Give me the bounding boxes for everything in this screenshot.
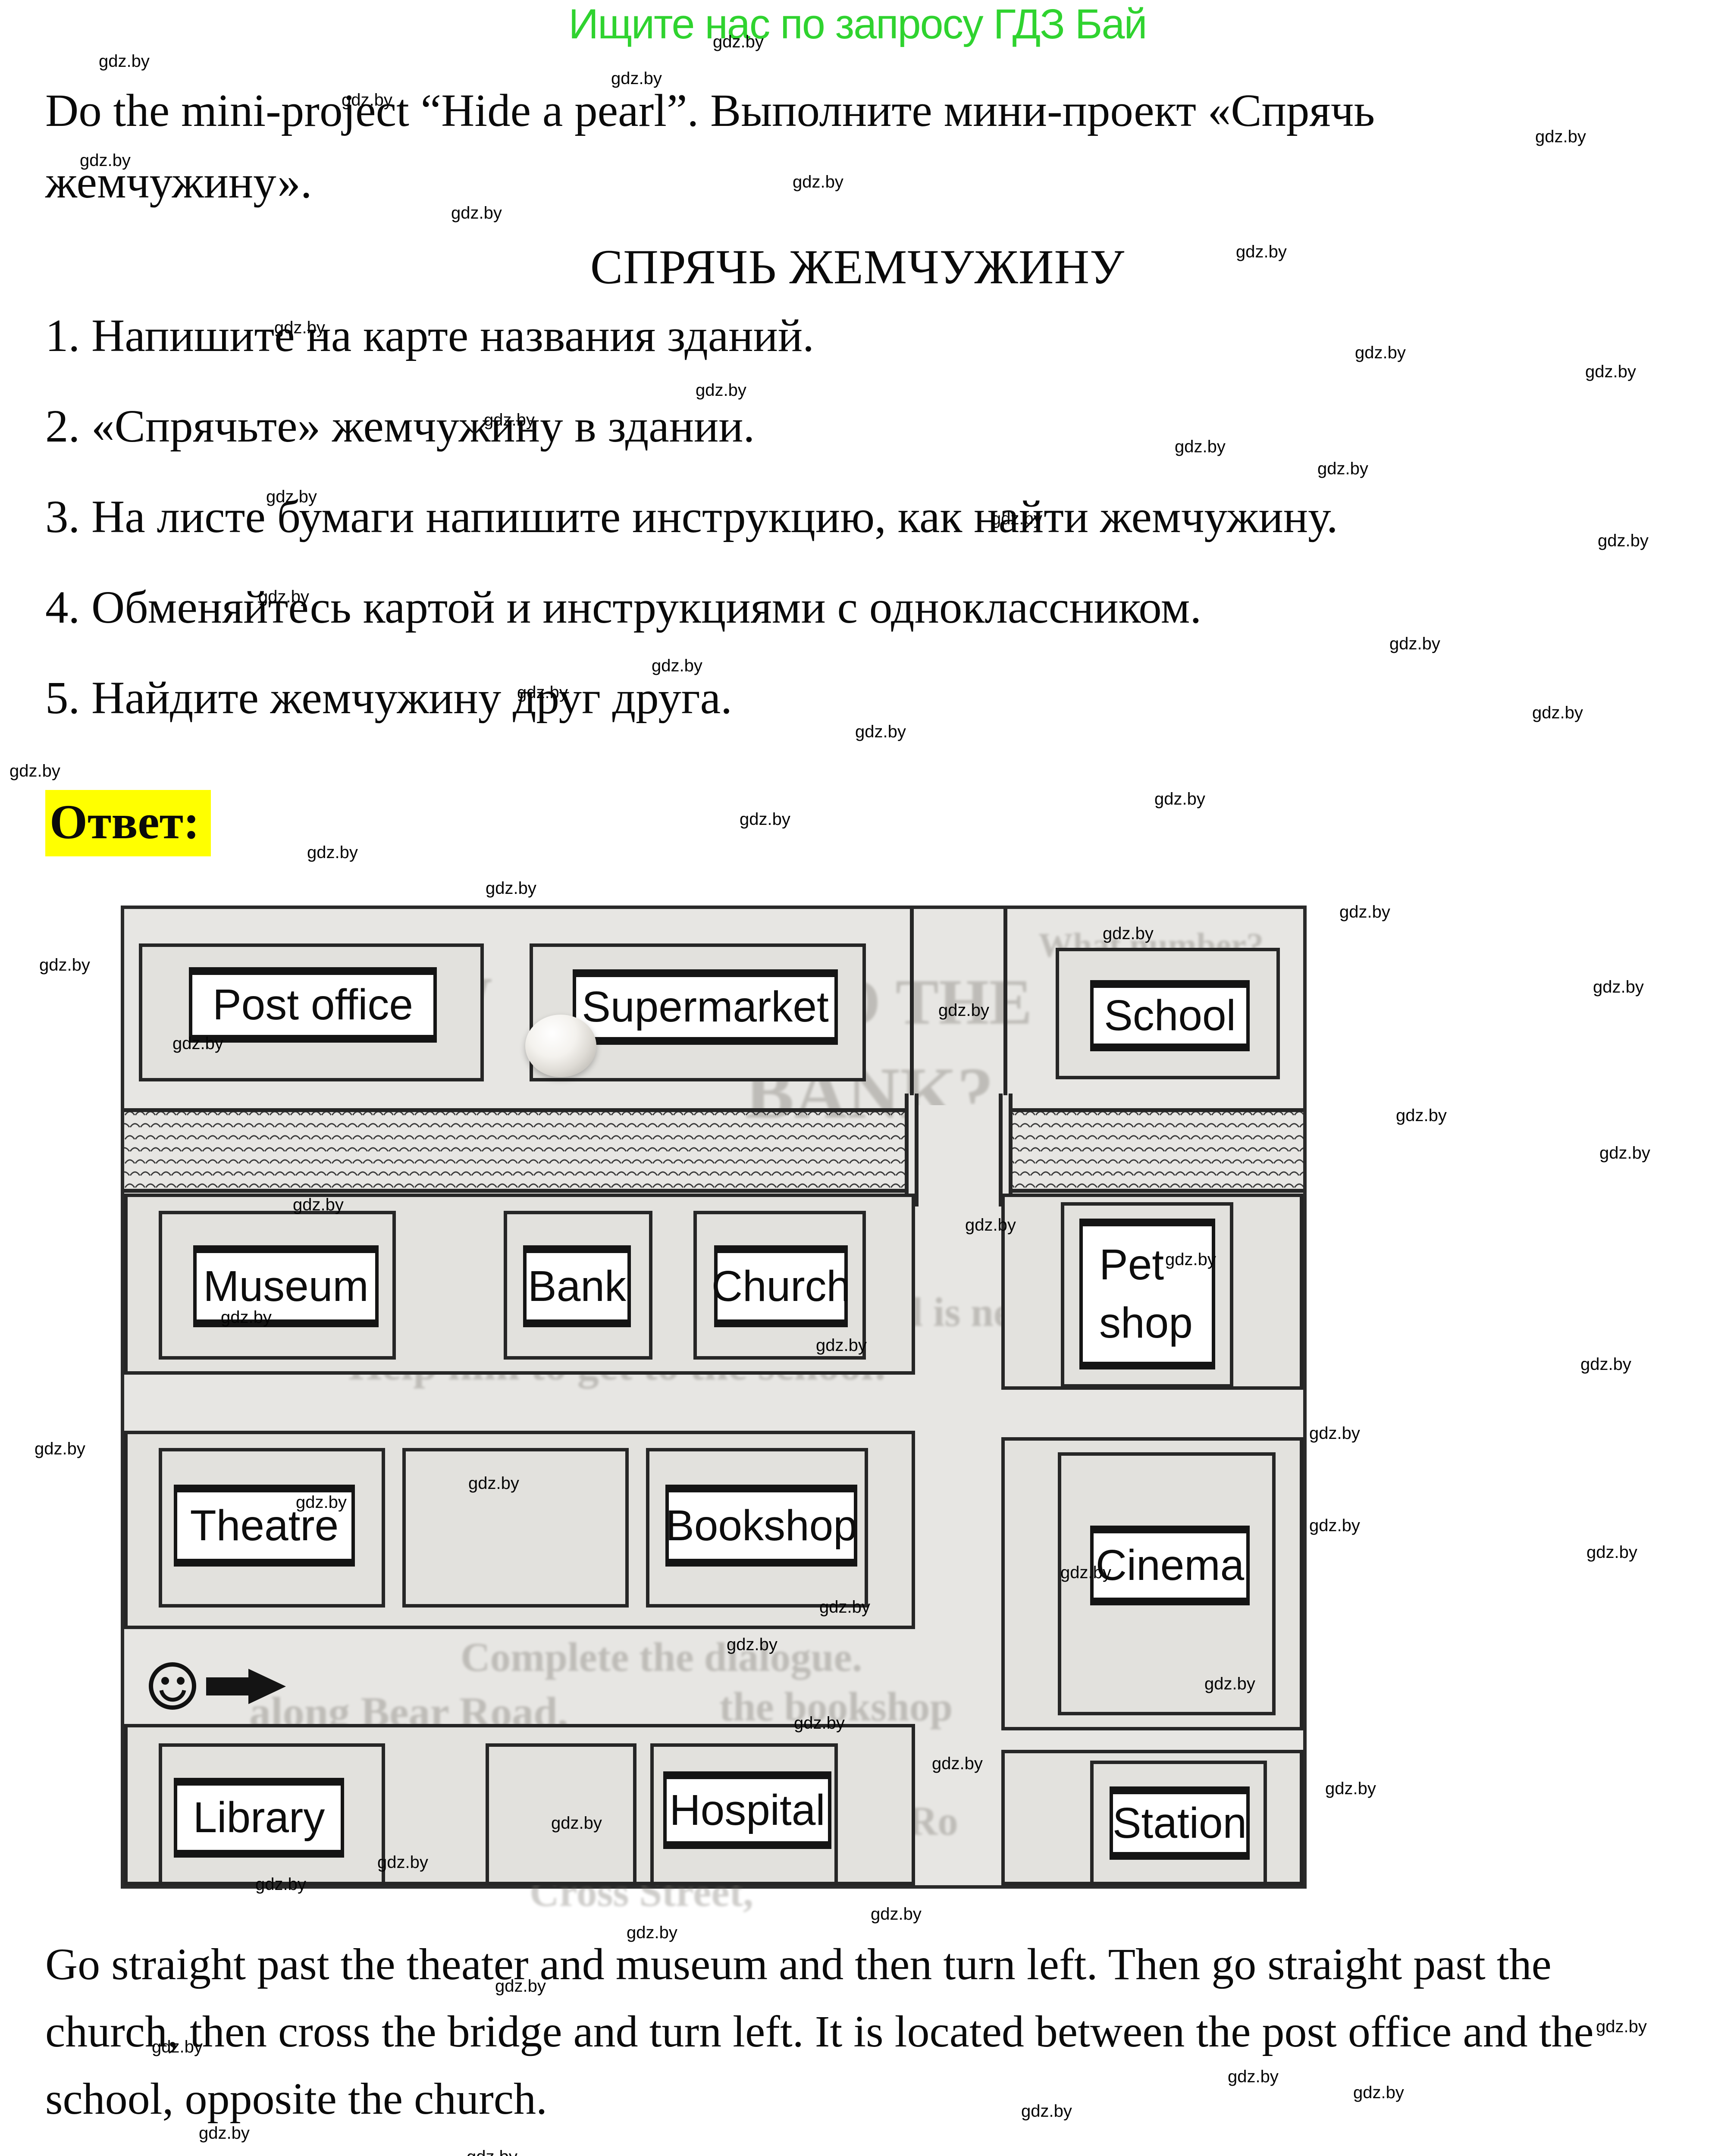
ghost-text: Complete the dialogue.: [461, 1634, 862, 1680]
step-item: 3. На листе бумаги напишите инструкцию, …: [45, 492, 1338, 542]
ghost-text: the bookshop: [719, 1684, 953, 1730]
site-header: Ищите нас по запросу ГДЗ Бай: [568, 0, 1147, 47]
label-church: Church: [712, 1245, 850, 1327]
answer-text-en: Go straight past the theater and museum …: [45, 1940, 1594, 2124]
pearl-icon: [525, 1015, 596, 1077]
label-pet-shop: Pet shop: [1079, 1219, 1215, 1369]
gdz-watermark: gdz.by: [1599, 1144, 1650, 1163]
gdz-watermark: gdz.by: [1396, 1106, 1447, 1125]
step-item: 1. Напишите на карте названия зданий.: [45, 310, 814, 361]
gdz-watermark: gdz.by: [307, 843, 358, 862]
label-cinema: Cinema: [1090, 1526, 1250, 1605]
bridge-deck: [919, 1105, 999, 1196]
bridge-parapet-left: [905, 1094, 919, 1206]
label-hospital: Hospital: [663, 1771, 831, 1849]
gdz-watermark: gdz.by: [1309, 1516, 1360, 1535]
building-unlabeled: [486, 1743, 636, 1885]
river: [124, 1108, 1303, 1193]
bridge-parapet-right: [999, 1094, 1013, 1206]
gdz-watermark: gdz.by: [1325, 1779, 1376, 1798]
gdz-watermark: gdz.by: [1586, 1543, 1637, 1562]
building-unlabeled: [402, 1448, 629, 1608]
label-supermarket: Supermarket: [573, 969, 838, 1045]
task-text: Do the mini-project “Hide a pearl”. Выпо…: [45, 85, 1375, 208]
label-school: School: [1090, 980, 1250, 1051]
gdz-watermark: gdz.by: [467, 2147, 517, 2156]
translation-label: Перевод:: [45, 2150, 243, 2156]
gdz-watermark: gdz.by: [740, 810, 790, 829]
smiley-face-icon: [149, 1662, 196, 1710]
road-edge: [910, 909, 914, 1095]
answer-label: Ответ:: [45, 790, 211, 856]
right-arrow-icon: [206, 1669, 286, 1704]
gdz-watermark: gdz.by: [1593, 978, 1644, 997]
gdz-watermark: gdz.by: [34, 1439, 85, 1458]
gdz-watermark: gdz.by: [1154, 790, 1205, 808]
gdz-watermark: gdz.by: [39, 956, 90, 975]
step-item: 2. «Спрячьте» жемчужину в здании.: [45, 401, 755, 452]
gdz-watermark: gdz.by: [1339, 903, 1390, 921]
gdz-watermark: gdz.by: [486, 879, 536, 898]
steps-list: 1. Напишите на карте названия зданий. 2.…: [45, 311, 1667, 764]
gdz-watermark: gdz.by: [871, 1905, 922, 1924]
gdz-watermark: gdz.by: [99, 52, 150, 71]
label-post-office: Post office: [189, 967, 437, 1043]
gdz-watermark: gdz.by: [9, 761, 60, 780]
project-title: СПРЯЧЬ ЖЕМЧУЖИНУ: [590, 240, 1125, 294]
label-museum: Museum: [193, 1245, 379, 1327]
road-edge: [1003, 909, 1007, 1095]
step-item: 4. Обменяйтесь картой и инструкциями с о…: [45, 582, 1202, 633]
label-theatre: Theatre: [174, 1485, 355, 1567]
label-library: Library: [174, 1778, 344, 1858]
label-bank: Bank: [523, 1245, 631, 1327]
label-station: Station: [1110, 1786, 1250, 1860]
gdz-watermark: gdz.by: [1580, 1355, 1631, 1374]
label-bookshop: Bookshop: [665, 1485, 857, 1567]
step-item: 5. Найдите жемчужину друг друга.: [45, 673, 732, 724]
gdz-watermark: gdz.by: [1309, 1424, 1360, 1443]
